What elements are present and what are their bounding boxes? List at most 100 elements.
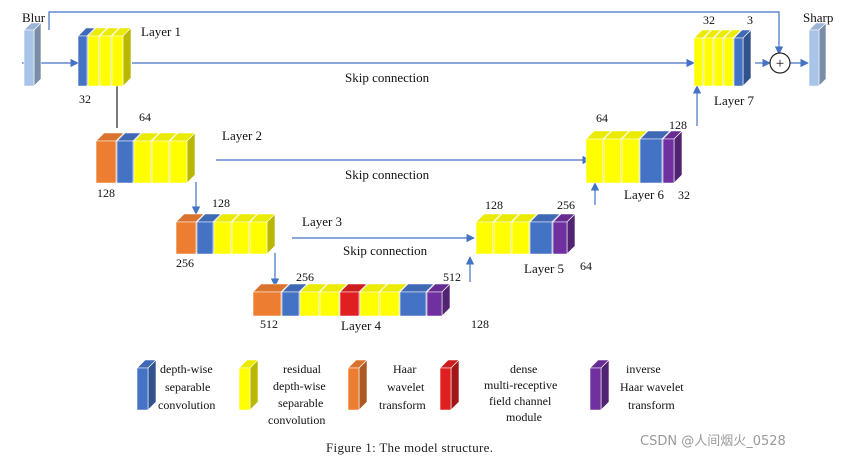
sum-node: +	[769, 52, 791, 74]
output-image-slab-side	[818, 22, 827, 87]
layer4-block-2-front	[281, 291, 300, 317]
layer7-block-5-side	[742, 29, 752, 87]
channel-l2-top: 64	[139, 110, 151, 124]
layer2-block-5	[169, 132, 196, 184]
legend-swatch-depthwise-side	[147, 359, 157, 411]
channel-l6-right-bottom: 32	[678, 188, 690, 202]
legend-swatch-inverse-side	[600, 359, 610, 411]
layer5-block-5	[552, 213, 576, 255]
layer3-block-3-front	[213, 221, 232, 255]
layer3-block-5	[249, 213, 276, 255]
legend-swatch-residual	[238, 359, 259, 411]
connections	[22, 11, 809, 287]
channel-l1-bottom: 32	[79, 92, 91, 106]
legend-haar-line1: Haar	[393, 362, 416, 376]
layer3-block-1-front	[175, 221, 197, 255]
channel-l6-right-top: 128	[669, 118, 687, 132]
channel-l3-bottom: 256	[176, 256, 194, 270]
skip-connection-3-label: Skip connection	[343, 243, 428, 258]
legend-depthwise-line2: separable	[165, 380, 210, 394]
legend: depth-wise separable convolution residua…	[158, 362, 684, 427]
layer4-block-9	[426, 283, 451, 317]
legend-swatch-haar-side	[358, 359, 368, 411]
layer5-block-4-front	[529, 221, 553, 255]
input-label: Blur	[22, 10, 46, 25]
layer4-block-1-front	[252, 291, 282, 317]
channel-l5-top: 128	[485, 198, 503, 212]
layer3-label: Layer 3	[302, 214, 342, 229]
layer4-block-5-front	[339, 291, 360, 317]
layer3-block-5-front	[249, 221, 268, 255]
channel-l4-top: 256	[296, 270, 314, 284]
layer6-block-5-front	[662, 138, 675, 184]
legend-inverse-line3: transform	[628, 398, 675, 412]
layer3-block-4-front	[231, 221, 250, 255]
legend-swatch-depthwise-front	[136, 367, 149, 411]
legend-swatch-inverse	[589, 359, 610, 411]
layer5-block-1-front	[475, 221, 494, 255]
blocks	[23, 22, 827, 411]
layer6-block-3-front	[621, 138, 640, 184]
channel-l4-right-top: 512	[443, 270, 461, 284]
layer4-block-9-front	[426, 291, 443, 317]
channel-l5-right-top: 256	[557, 198, 575, 212]
layer1-block-4-side	[122, 27, 132, 87]
layer5-label: Layer 5	[524, 261, 564, 276]
layer7-block-3-front	[713, 37, 724, 87]
skip-connection-1-label: Skip connection	[345, 70, 430, 85]
output-label: Sharp	[803, 10, 833, 25]
channel-l5-right-bottom: 64	[580, 259, 592, 273]
legend-swatch-depthwise	[136, 359, 157, 411]
layer6-block-4-front	[639, 138, 663, 184]
layer2-block-3-front	[133, 140, 152, 184]
layer6-block-5-side	[673, 130, 683, 184]
layer4-block-6-front	[359, 291, 380, 317]
legend-swatch-inverse-front	[589, 367, 602, 411]
layer1-block-4-front	[111, 35, 124, 87]
input-image-slab	[23, 22, 42, 87]
layer1-block-4	[111, 27, 132, 87]
layer4-block-7	[379, 283, 408, 317]
layer6-block-1-front	[585, 138, 604, 184]
layer2-block-2-front	[116, 140, 134, 184]
legend-residual-line1: residual	[283, 362, 322, 376]
legend-dense-line1: dense	[510, 362, 537, 376]
plus-symbol: +	[776, 56, 784, 72]
layer4-block-4-front	[319, 291, 340, 317]
output-image-slab	[808, 22, 827, 87]
legend-depthwise-line1: depth-wise	[160, 362, 213, 376]
legend-inverse-line2: Haar wavelet	[620, 380, 684, 394]
layer6-block-2-front	[603, 138, 622, 184]
figure-caption: Figure 1: The model structure.	[326, 440, 493, 455]
channel-l7-top-left: 32	[703, 13, 715, 27]
layer4-label: Layer 4	[341, 318, 382, 333]
layer5-block-3-front	[511, 221, 530, 255]
layer2-block-5-side	[186, 132, 196, 184]
legend-depthwise-line3: convolution	[158, 398, 215, 412]
layer6-label: Layer 6	[624, 187, 665, 202]
channel-l4-bottom: 512	[260, 317, 278, 331]
layer2-label: Layer 2	[222, 128, 262, 143]
channel-l7-top-right: 3	[747, 13, 753, 27]
layer7-block-5	[733, 29, 752, 87]
layer1-block-1-front	[77, 35, 88, 87]
legend-swatch-dense-front	[439, 367, 452, 411]
input-image-slab-side	[33, 22, 42, 87]
watermark: CSDN @人间烟火_0528	[640, 434, 786, 449]
layer1-label: Layer 1	[141, 24, 181, 39]
legend-haar-line2: wavelet	[387, 380, 425, 394]
legend-swatch-residual-side	[249, 359, 259, 411]
legend-residual-line4: convolution	[268, 413, 325, 427]
layer2-block-5-front	[169, 140, 188, 184]
layer4-block-8-front	[399, 291, 427, 317]
layer5-block-2-front	[493, 221, 512, 255]
legend-dense-line4: module	[506, 410, 542, 424]
legend-dense-line3: field channel	[489, 394, 552, 408]
input-image-slab-front	[23, 29, 35, 87]
legend-haar-line3: transform	[379, 398, 426, 412]
channel-l3-top: 128	[212, 196, 230, 210]
channel-l6-top: 64	[596, 111, 608, 125]
legend-swatch-residual-front	[238, 367, 251, 411]
legend-dense-line2: multi-receptive	[484, 378, 557, 392]
